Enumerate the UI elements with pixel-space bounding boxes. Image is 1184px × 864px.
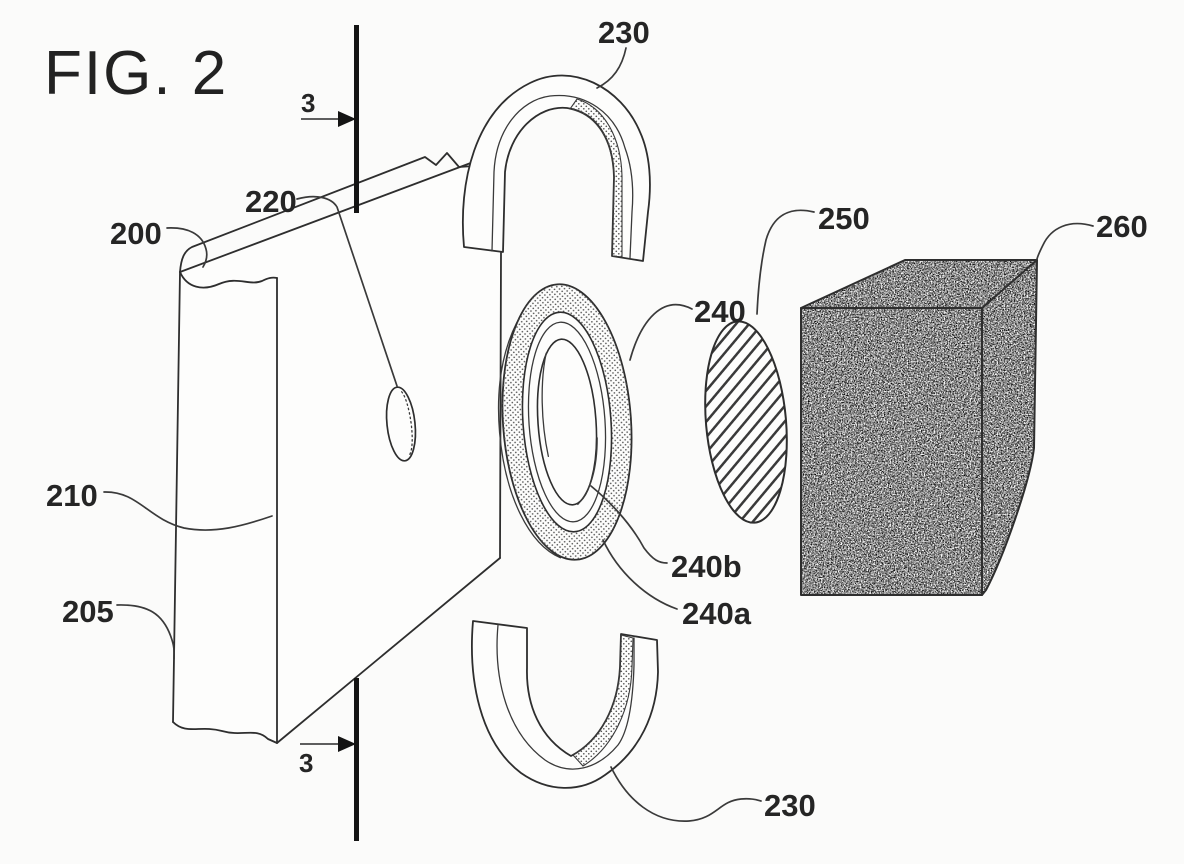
ref-label-260: 260 bbox=[1096, 209, 1148, 244]
ring-segment-top-230 bbox=[461, 74, 651, 262]
leader-260 bbox=[1036, 222, 1094, 260]
panel-200 bbox=[172, 152, 502, 744]
leader-250 bbox=[756, 209, 815, 315]
ring-bottom-rim-line bbox=[496, 624, 635, 770]
panel-top-notch-break bbox=[179, 271, 278, 289]
panel-body bbox=[173, 161, 501, 743]
annular-ring-240 bbox=[497, 283, 633, 561]
section-arrow-bottom-head bbox=[338, 736, 356, 752]
ring-segment-bottom-230 bbox=[471, 620, 659, 789]
panel-top-front-edge bbox=[179, 160, 477, 273]
ref-label-205: 205 bbox=[62, 594, 114, 629]
section-marker-bottom bbox=[300, 678, 359, 841]
leader-210 bbox=[103, 491, 273, 531]
section-line-bottom bbox=[354, 678, 359, 841]
section-arrow-top-head bbox=[338, 111, 356, 127]
ring-bottom-stipple-band bbox=[572, 634, 634, 767]
ref-label-250: 250 bbox=[818, 201, 870, 236]
section-label-top: 3 bbox=[301, 88, 315, 118]
button-stipple-arc bbox=[400, 391, 413, 456]
leader-lines bbox=[103, 47, 1094, 822]
leader-240 bbox=[629, 303, 693, 361]
leader-205 bbox=[116, 604, 175, 660]
ref-label-200: 200 bbox=[110, 216, 162, 251]
section-line-top bbox=[354, 25, 359, 213]
panel-bottom-edge bbox=[276, 557, 501, 744]
ref-label-240b: 240b bbox=[671, 549, 742, 584]
panel-right-edge bbox=[499, 252, 502, 559]
button-220 bbox=[385, 386, 417, 462]
ring-top-rim-line bbox=[491, 94, 634, 259]
ring-stipple-band-240a bbox=[502, 284, 632, 560]
leader-220 bbox=[296, 195, 398, 387]
block-outline bbox=[800, 259, 1038, 596]
disc-outline bbox=[704, 320, 788, 524]
hatched-disc-250 bbox=[704, 320, 788, 524]
block-260 bbox=[800, 259, 1038, 596]
ring-opening-240b bbox=[536, 338, 598, 506]
ref-label-230-bottom: 230 bbox=[764, 788, 816, 823]
ring-middle-line bbox=[527, 321, 607, 523]
ref-label-220: 220 bbox=[245, 184, 297, 219]
leader-240b bbox=[590, 485, 668, 564]
ref-label-230-top: 230 bbox=[598, 15, 650, 50]
leader-240a bbox=[602, 539, 678, 610]
leader-230-bottom bbox=[610, 766, 762, 822]
ring-bottom-body bbox=[471, 620, 659, 789]
figure-title: FIG. 2 bbox=[44, 39, 228, 108]
section-label-bottom: 3 bbox=[299, 748, 313, 778]
ref-label-240a: 240a bbox=[682, 596, 752, 631]
leader-200 bbox=[166, 227, 208, 268]
ring-inner-highlight-right bbox=[577, 437, 598, 506]
disc-fill bbox=[705, 321, 787, 523]
ref-label-240: 240 bbox=[694, 294, 746, 329]
ring-inner-highlight-left bbox=[541, 352, 550, 458]
panel-bottom-break-edge bbox=[172, 721, 278, 744]
button-outline bbox=[385, 386, 417, 462]
panel-top-back-edge bbox=[179, 152, 475, 273]
leader-230-top bbox=[596, 47, 627, 89]
ref-label-210: 210 bbox=[46, 478, 98, 513]
ring-top-stipple-band bbox=[569, 98, 623, 258]
block-grain-light bbox=[801, 260, 1037, 595]
section-marker-top bbox=[301, 25, 359, 213]
block-top-right-edge bbox=[981, 259, 1038, 309]
